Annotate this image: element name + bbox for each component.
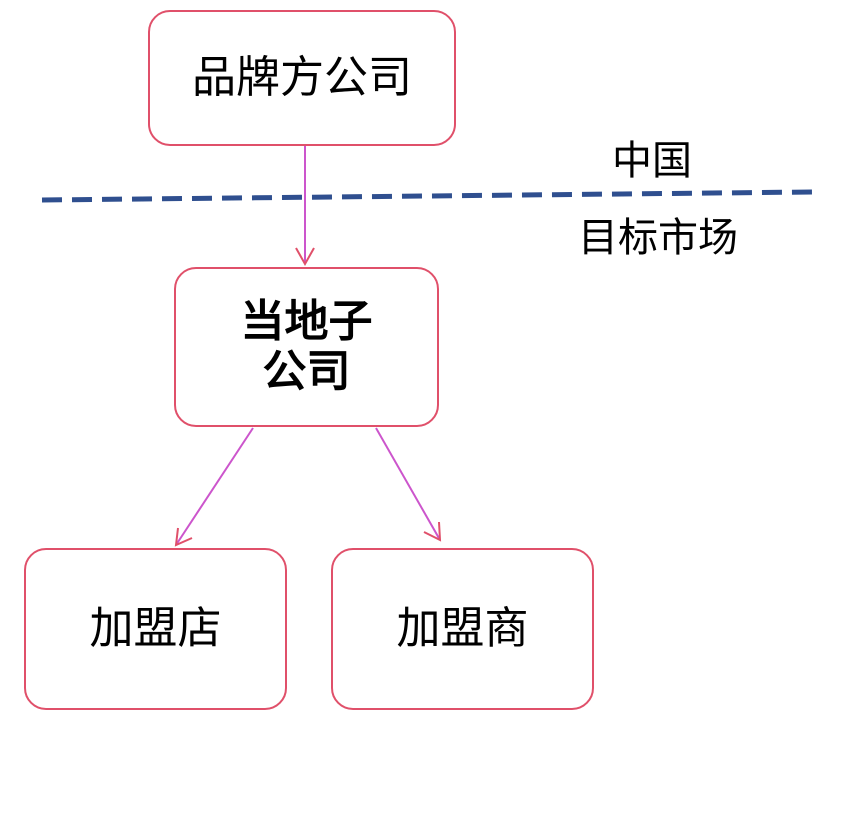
node-franchisee-label: 加盟商 [396,603,529,654]
node-franchise-store-label: 加盟店 [89,603,222,654]
region-label-china: 中国 [612,138,692,184]
region-label-target-market: 目标市场 [578,215,738,261]
node-local-subsidiary: 当地子 公司 [174,267,439,427]
node-franchise-store: 加盟店 [24,548,287,710]
arrow-subsidiary-to-store [174,427,254,547]
region-divider-line [41,189,813,203]
node-local-subsidiary-label: 当地子 公司 [240,296,373,397]
node-brand-company-label: 品牌方公司 [192,52,412,103]
arrow-brand-to-subsidiary [295,146,315,267]
node-brand-company: 品牌方公司 [148,10,456,146]
node-franchisee: 加盟商 [331,548,594,710]
arrow-subsidiary-to-franchisee [375,427,442,542]
